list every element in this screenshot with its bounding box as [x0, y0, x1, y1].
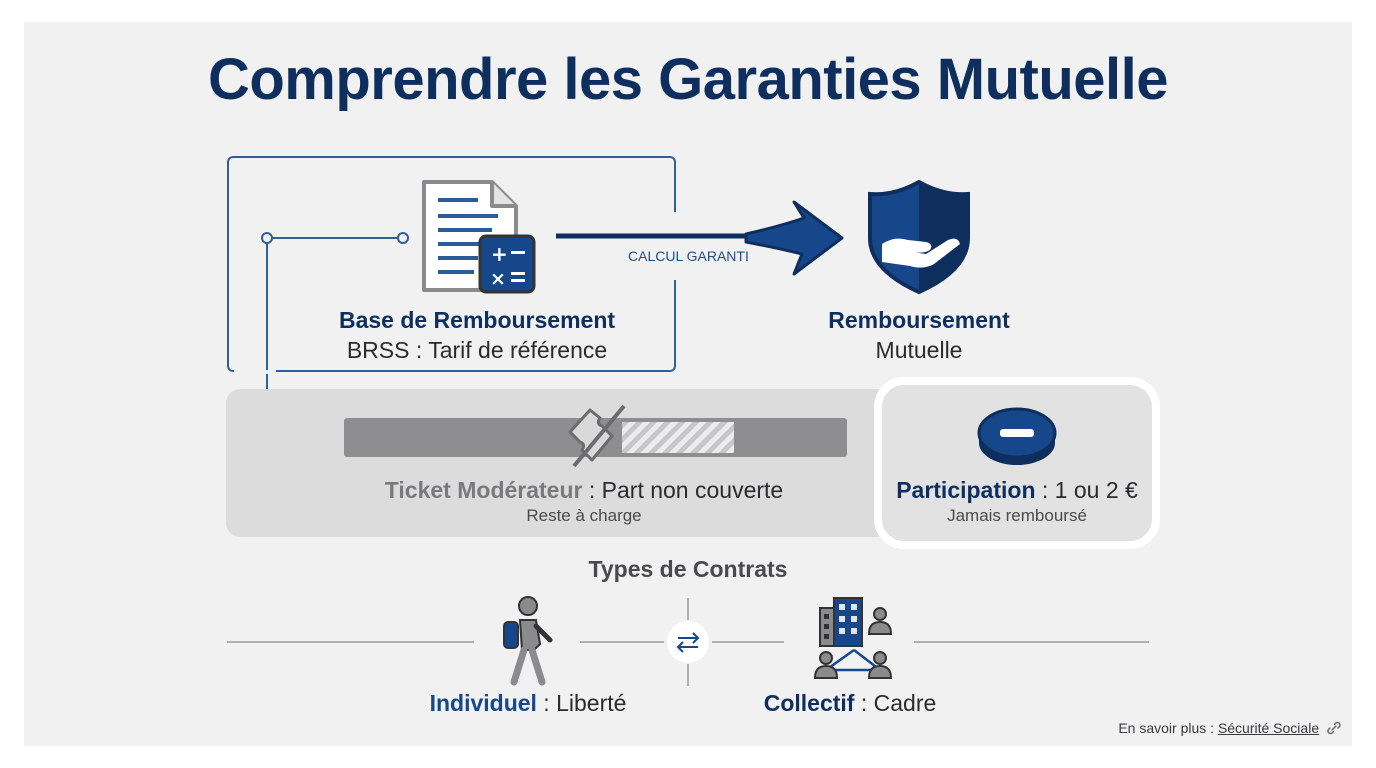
base-remboursement-label: Base de Remboursement [338, 307, 616, 333]
reste-a-charge: Reste à charge [526, 506, 642, 525]
shield-hand-icon [868, 179, 970, 295]
footer-more-info: En savoir plus : Sécurité Sociale [1118, 720, 1342, 736]
ticket-moderateur-label: Ticket Modérateur : Part non couverte [324, 477, 844, 504]
collectif-label: Collectif : Cadre [700, 690, 1000, 717]
footer-prefix: En savoir plus : [1118, 720, 1218, 736]
calcul-garanti-label: CALCUL GARANTI [626, 248, 751, 264]
securite-sociale-link[interactable]: Sécurité Sociale [1217, 720, 1320, 736]
brss-subtitle: BRSS : Tarif de référence [346, 337, 608, 363]
participation-label: Participation : 1 ou 2 € [882, 477, 1152, 504]
jamais-rembourse: Jamais remboursé [947, 506, 1087, 525]
broken-ticket-icon [568, 404, 626, 468]
calcul-arrow-icon [556, 200, 844, 276]
infographic-canvas: Comprendre les Garanties Mutuelle + × Ba… [24, 22, 1352, 746]
individuel-rest: : Liberté [536, 690, 627, 716]
svg-text:+: + [491, 242, 508, 266]
coin-minus-icon [977, 407, 1057, 465]
individuel-bold: Individuel [429, 690, 537, 716]
collectif-rest: : Cadre [854, 690, 937, 716]
page-title: Comprendre les Garanties Mutuelle [207, 47, 1169, 112]
ticket-moderateur-bold: Ticket Modérateur [384, 477, 583, 503]
mutuelle-subtitle: Mutuelle [875, 337, 963, 363]
document-calculator-icon: + × [422, 180, 536, 294]
individuel-label: Individuel : Liberté [378, 690, 678, 717]
swap-arrows-icon[interactable] [666, 620, 710, 664]
participation-bold: Participation [896, 477, 1036, 503]
hiker-icon [503, 596, 553, 686]
ticket-bar-hatch [622, 422, 734, 453]
building-network-icon [813, 597, 893, 679]
collectif-bold: Collectif [763, 690, 855, 716]
types-contrats-heading: Types de Contrats [588, 556, 788, 582]
participation-rest: : 1 ou 2 € [1035, 477, 1138, 503]
svg-text:×: × [490, 268, 506, 290]
ticket-moderateur-rest: : Part non couverte [582, 477, 784, 503]
link-icon[interactable] [1326, 721, 1342, 735]
remboursement-label: Remboursement [828, 307, 1010, 333]
